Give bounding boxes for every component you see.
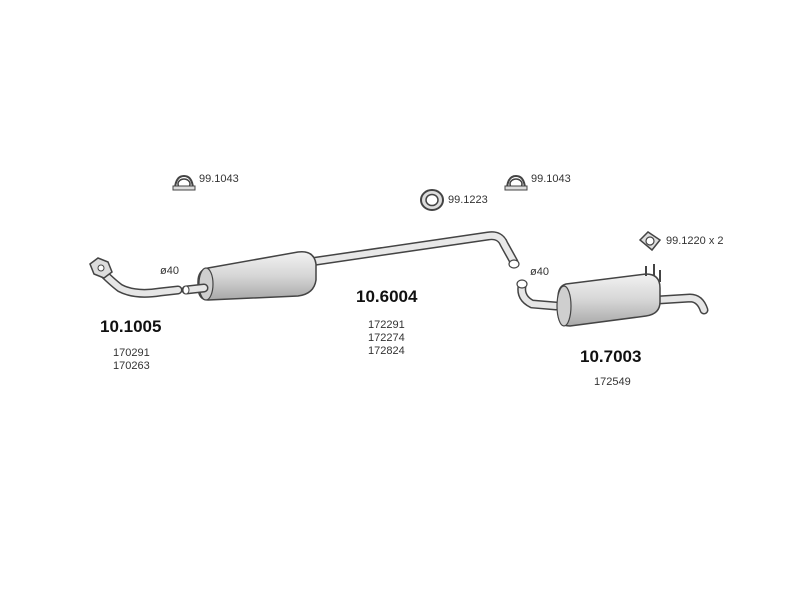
middle-silencer-part-number: 10.6004 <box>356 287 418 306</box>
rear-silencer-diameter: ø40 <box>530 266 549 278</box>
gasket-label: 99.1220 x 2 <box>666 235 724 247</box>
ref-number: 172274 <box>368 332 405 344</box>
front-pipe <box>89 257 183 298</box>
ref-number: 172824 <box>368 345 405 357</box>
clamp-left-label: 99.1043 <box>199 173 239 185</box>
front-pipe-part-number: 10.1005 <box>100 317 162 336</box>
middle-silencer-body <box>197 251 317 301</box>
ref-number: 172291 <box>368 319 405 331</box>
clamp-right-label: 99.1043 <box>531 173 571 185</box>
front-pipe-diameter: ø40 <box>160 265 179 277</box>
rear-silencer-refs: 172549 <box>594 376 631 389</box>
clamp-left-icon <box>172 174 196 191</box>
middle-silencer <box>181 231 520 301</box>
ref-number: 172549 <box>594 376 631 388</box>
rear-silencer <box>516 264 709 327</box>
rear-silencer-hangers <box>645 264 661 282</box>
ref-number: 170263 <box>113 360 150 372</box>
rear-silencer-part-number: 10.7003 <box>580 347 642 366</box>
clamp-right-icon <box>504 174 528 191</box>
front-pipe-flange <box>89 257 113 279</box>
front-pipe-refs: 170291 170263 <box>113 347 150 373</box>
ring-icon <box>420 189 444 211</box>
gasket-icon <box>638 231 662 252</box>
rear-silencer-body <box>556 273 661 327</box>
middle-silencer-refs: 172291 172274 172824 <box>368 319 405 358</box>
ring-label: 99.1223 <box>448 194 488 206</box>
ref-number: 170291 <box>113 347 150 359</box>
